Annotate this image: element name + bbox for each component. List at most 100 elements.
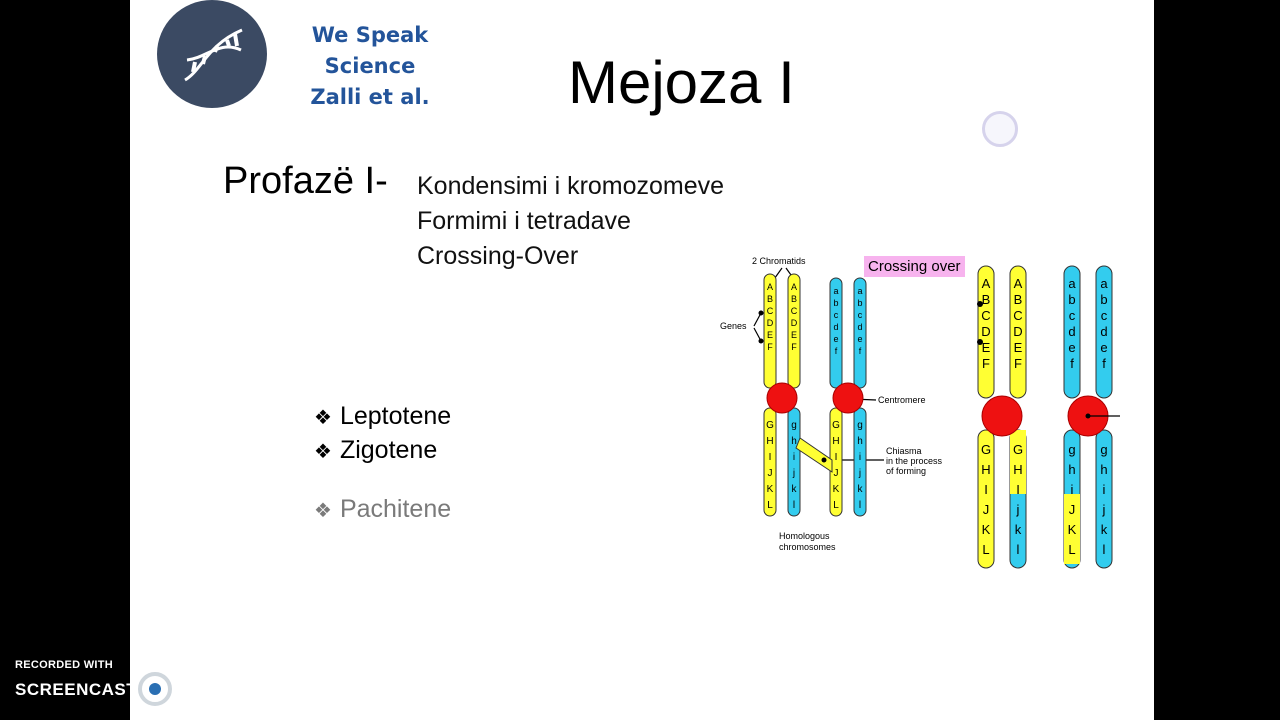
- gene-letter: L: [767, 500, 773, 511]
- bullet-label: Zigotene: [339, 436, 438, 464]
- chiasma-label-1: Chiasma: [886, 446, 922, 456]
- gene-letter: j: [858, 468, 861, 479]
- gene-letter: I: [1016, 482, 1020, 497]
- gene-letter: k: [1101, 522, 1108, 537]
- gene-letter: A: [767, 282, 773, 292]
- gene-letter: h: [1068, 462, 1075, 477]
- gene-letter: K: [1068, 522, 1077, 537]
- bullet-zigotene: ❖Zigotene: [314, 436, 437, 465]
- dna-logo-icon: [157, 0, 267, 108]
- gene-letter: e: [833, 334, 838, 344]
- gene-letter: d: [833, 322, 838, 332]
- gene-letter: d: [1068, 324, 1075, 339]
- chromatid-lower-arm: [1095, 429, 1113, 569]
- gene-letter: l: [793, 500, 795, 511]
- chromatid-upper-arm: [977, 265, 995, 399]
- gene-letter: B: [982, 292, 991, 307]
- screencast-logo-icon: [138, 672, 172, 706]
- gene-letter: h: [1100, 462, 1107, 477]
- chromatid-upper-arm: [1063, 265, 1081, 399]
- homologous-pair-right: ABCDEFABCDEFGHIJKLGHIjklabcdefabcdefghiJ…: [977, 265, 1120, 569]
- gene-letter: e: [1068, 340, 1075, 355]
- cursor-highlight-ring: [982, 111, 1018, 147]
- gene-letter: G: [981, 442, 991, 457]
- gene-letter: I: [769, 452, 772, 463]
- gene-letter: k: [1015, 522, 1022, 537]
- gene-letter: L: [833, 500, 839, 511]
- gene-letter: D: [1013, 324, 1022, 339]
- gene-letter: G: [1013, 442, 1023, 457]
- chromatid-upper-arm: [763, 273, 777, 389]
- gene-letter: F: [767, 342, 773, 352]
- subpoint-tetrads: Formimi i tetradave: [417, 207, 631, 235]
- gene-letter: l: [1103, 542, 1106, 557]
- gene-letter: i: [1071, 482, 1074, 497]
- gene-letter: K: [982, 522, 991, 537]
- gene-letter: E: [1014, 340, 1023, 355]
- chromatid-lower-arm: [763, 407, 777, 517]
- gene-letter: f: [1102, 356, 1106, 371]
- gene-letter: i: [1103, 482, 1106, 497]
- gene-letter: H: [981, 462, 990, 477]
- gene-letter: g: [1068, 442, 1075, 457]
- centromere-label: Centromere: [878, 395, 926, 405]
- chiasma-label-3: of forming: [886, 466, 926, 476]
- bullet-marker-icon: ❖: [314, 407, 332, 429]
- gene-letter: H: [766, 436, 773, 447]
- gene-letter: i: [793, 452, 795, 463]
- centromere: [766, 382, 798, 414]
- crossing-over-label: Crossing over: [864, 256, 965, 277]
- gene-letter: D: [767, 318, 774, 328]
- gene-letter: C: [791, 306, 798, 316]
- gene-letter: K: [767, 484, 774, 495]
- matic-text: MATIC: [176, 680, 229, 699]
- gene-letter: j: [1016, 502, 1020, 517]
- gene-letter: l: [859, 500, 861, 511]
- chromatid-lower-arm: [977, 429, 995, 569]
- centromere: [832, 382, 864, 414]
- gene-letter: a: [857, 286, 862, 296]
- gene-letter: B: [1014, 292, 1023, 307]
- gene-letter: g: [857, 420, 863, 431]
- crossover-segment: [1010, 430, 1026, 494]
- gene-letter: d: [1100, 324, 1107, 339]
- gene-letter: K: [833, 484, 840, 495]
- gene-letter: G: [832, 420, 840, 431]
- chromatid-upper-arm: [853, 277, 867, 389]
- gene-letter: F: [791, 342, 797, 352]
- gene-letter: H: [832, 436, 839, 447]
- gene-letter: A: [791, 282, 797, 292]
- gene-marker: [977, 301, 983, 307]
- brand-authors: Zalli et al.: [310, 85, 430, 109]
- gene-letter: i: [859, 452, 861, 463]
- chromatid-upper-arm: [1095, 265, 1113, 399]
- subpoint-crossing-over: Crossing-Over: [417, 242, 579, 270]
- gene-letter: g: [791, 420, 797, 431]
- subpoint-condensation: Kondensimi i kromozomeve: [417, 172, 725, 200]
- gene-letter: L: [982, 542, 989, 557]
- gene-letter: j: [1102, 502, 1106, 517]
- gene-letter: e: [1100, 340, 1107, 355]
- bullet-label: Pachitene: [339, 495, 452, 523]
- gene-letter: F: [982, 356, 990, 371]
- gene-letter: f: [1070, 356, 1074, 371]
- gene-letter: I: [835, 452, 838, 463]
- chiasma-point: [821, 457, 827, 463]
- gene-letter: J: [768, 468, 773, 479]
- gene-letter: B: [767, 294, 773, 304]
- gene-letter: e: [857, 334, 862, 344]
- homologous-pair-left: ABCDEFABCDEFGHIJKLghijklabcdefabcdefGHIJ…: [763, 273, 867, 517]
- gene-letter: h: [791, 436, 797, 447]
- gene-letter: k: [858, 484, 864, 495]
- gene-letter: D: [981, 324, 990, 339]
- gene-letter: b: [1100, 292, 1107, 307]
- phase-label: Profazë I-: [223, 160, 388, 202]
- gene-letter: a: [1100, 276, 1108, 291]
- gene-letter: h: [857, 436, 863, 447]
- gene-letter: a: [833, 286, 838, 296]
- chromatid-lower-arm: [787, 407, 801, 517]
- gene-letter: H: [1013, 462, 1022, 477]
- chromatid-upper-arm: [1009, 265, 1027, 399]
- gene-letter: a: [1068, 276, 1076, 291]
- gene-letter: J: [834, 468, 839, 479]
